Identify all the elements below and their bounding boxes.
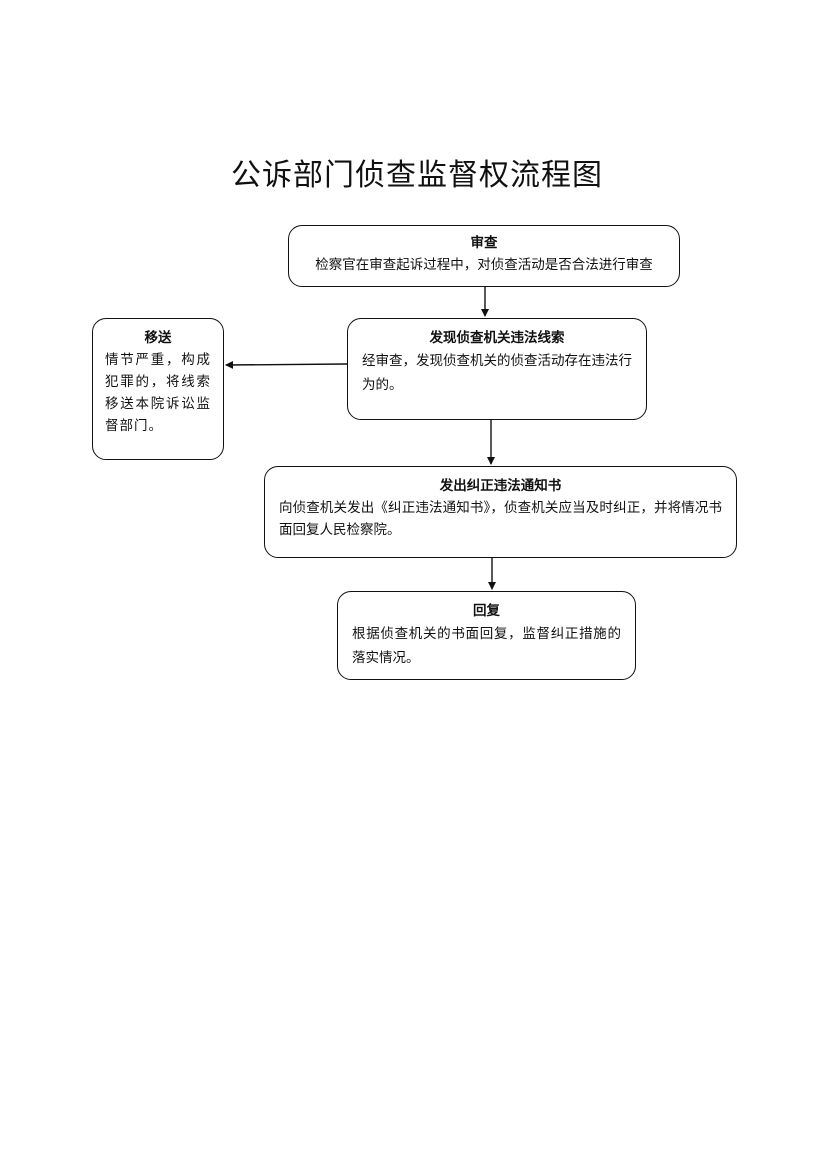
- node-review: 审查 检察官在审查起诉过程中，对侦查活动是否合法进行审查: [288, 225, 680, 287]
- node-found-violation: 发现侦查机关违法线索 经审查，发现侦查机关的侦查活动存在违法行为的。: [347, 318, 647, 420]
- node-transfer-title: 移送: [144, 330, 172, 346]
- node-correction-notice: 发出纠正违法通知书 向侦查机关发出《纠正违法通知书》，侦查机关应当及时纠正，并将…: [264, 466, 737, 558]
- node-reply: 回复 根据侦查机关的书面回复，监督纠正措施的落实情况。: [337, 591, 636, 680]
- node-transfer-text: 情节严重，构成犯罪的，将线索移送本院诉讼监督部门。: [105, 352, 211, 434]
- arrow-found-to-transfer: [225, 360, 348, 369]
- node-reply-text: 根据侦查机关的书面回复，监督纠正措施的落实情况。: [352, 626, 621, 666]
- node-found-text: 经审查，发现侦查机关的侦查活动存在违法行为的。: [362, 353, 632, 393]
- node-transfer: 移送 情节严重，构成犯罪的，将线索移送本院诉讼监督部门。: [92, 318, 224, 460]
- node-review-title: 审查: [470, 235, 498, 251]
- node-found-title: 发现侦查机关违法线索: [429, 330, 565, 346]
- page-title: 公诉部门侦查监督权流程图: [231, 158, 603, 193]
- node-notice-text: 向侦查机关发出《纠正违法通知书》，侦查机关应当及时纠正，并将情况书面回复人民检察…: [279, 500, 722, 538]
- node-review-text: 检察官在审查起诉过程中，对侦查活动是否合法进行审查: [315, 257, 653, 273]
- node-notice-title: 发出纠正违法通知书: [439, 478, 562, 494]
- node-reply-title: 回复: [473, 603, 500, 619]
